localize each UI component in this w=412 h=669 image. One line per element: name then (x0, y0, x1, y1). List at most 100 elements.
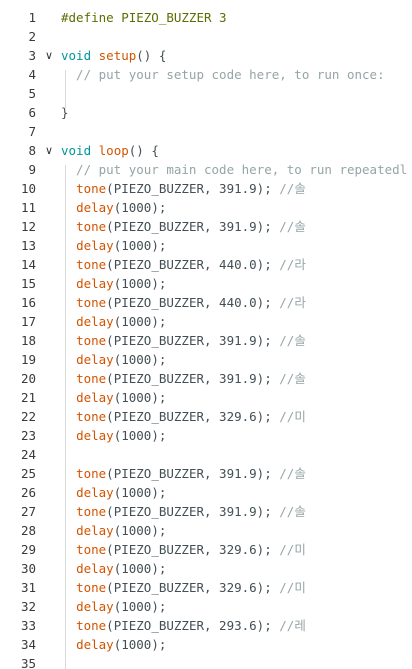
code-line[interactable]: 24 (0, 445, 412, 464)
code-line[interactable]: 34 delay(1000); (0, 635, 412, 654)
code-line[interactable]: 7 (0, 122, 412, 141)
code-line[interactable]: 29 tone(PIEZO_BUZZER, 329.6); //미 (0, 540, 412, 559)
code-text[interactable]: delay(1000); (61, 597, 166, 616)
code-line[interactable]: 1#define PIEZO_BUZZER 3 (0, 8, 412, 27)
code-text[interactable]: delay(1000); (61, 198, 166, 217)
comment-token: //솔 (279, 333, 306, 348)
code-line[interactable]: 27 tone(PIEZO_BUZZER, 391.9); //솔 (0, 502, 412, 521)
code-text[interactable]: tone(PIEZO_BUZZER, 440.0); //라 (61, 293, 306, 312)
code-text[interactable]: delay(1000); (61, 426, 166, 445)
code-line[interactable]: 33 tone(PIEZO_BUZZER, 293.6); //레 (0, 616, 412, 635)
plain-token: (PIEZO_BUZZER, 440.0); (106, 257, 280, 272)
code-text[interactable]: delay(1000); (61, 483, 166, 502)
code-text[interactable]: tone(PIEZO_BUZZER, 391.9); //솔 (61, 217, 306, 236)
code-text[interactable]: // put your main code here, to run repea… (61, 160, 407, 179)
line-number: 33 (20, 618, 36, 633)
code-text[interactable]: void loop() { (61, 141, 159, 160)
plain-token (61, 219, 76, 234)
code-line[interactable]: 22 tone(PIEZO_BUZZER, 329.6); //미 (0, 407, 412, 426)
code-text[interactable]: void setup() { (61, 46, 166, 65)
code-line[interactable]: 12 tone(PIEZO_BUZZER, 391.9); //솔 (0, 217, 412, 236)
code-line[interactable]: 5 (0, 84, 412, 103)
code-text[interactable]: delay(1000); (61, 559, 166, 578)
code-line[interactable]: 32 delay(1000); (0, 597, 412, 616)
plain-token: (PIEZO_BUZZER, 391.9); (106, 466, 280, 481)
plain-token: } (61, 105, 69, 120)
code-text[interactable]: tone(PIEZO_BUZZER, 391.9); //솔 (61, 464, 306, 483)
code-line[interactable]: 23 delay(1000); (0, 426, 412, 445)
line-number: 34 (20, 637, 36, 652)
code-line[interactable]: 14 tone(PIEZO_BUZZER, 440.0); //라 (0, 255, 412, 274)
comment-token: //라 (279, 257, 306, 272)
line-number: 12 (20, 219, 36, 234)
code-text[interactable]: #define PIEZO_BUZZER 3 (61, 8, 227, 27)
code-line[interactable]: 25 tone(PIEZO_BUZZER, 391.9); //솔 (0, 464, 412, 483)
code-text[interactable]: tone(PIEZO_BUZZER, 391.9); //솔 (61, 369, 306, 388)
code-line[interactable]: 28 delay(1000); (0, 521, 412, 540)
code-text[interactable]: tone(PIEZO_BUZZER, 440.0); //라 (61, 255, 306, 274)
code-text[interactable]: delay(1000); (61, 312, 166, 331)
function-token: delay (76, 276, 114, 291)
code-line[interactable]: 6} (0, 103, 412, 122)
code-text[interactable]: tone(PIEZO_BUZZER, 391.9); //솔 (61, 502, 306, 521)
code-line[interactable]: 15 delay(1000); (0, 274, 412, 293)
code-text[interactable]: delay(1000); (61, 635, 166, 654)
comment-token: //미 (279, 542, 306, 557)
function-token: delay (76, 428, 114, 443)
line-number: 3 (28, 48, 36, 63)
plain-token: (PIEZO_BUZZER, 329.6); (106, 580, 280, 595)
code-text[interactable]: tone(PIEZO_BUZZER, 329.6); //미 (61, 578, 306, 597)
code-text[interactable]: tone(PIEZO_BUZZER, 329.6); //미 (61, 407, 306, 426)
function-token: tone (76, 257, 107, 272)
code-line[interactable]: 35 (0, 654, 412, 669)
line-number: 23 (20, 428, 36, 443)
code-line[interactable]: 3 ∨ void setup() { (0, 46, 412, 65)
code-text[interactable]: // put your setup code here, to run once… (61, 65, 385, 84)
code-line[interactable]: 30 delay(1000); (0, 559, 412, 578)
plain-token: (PIEZO_BUZZER, 391.9); (106, 504, 280, 519)
code-line[interactable]: 11 delay(1000); (0, 198, 412, 217)
line-number: 10 (20, 181, 36, 196)
code-text[interactable]: tone(PIEZO_BUZZER, 293.6); //레 (61, 616, 306, 635)
code-line[interactable]: 10 tone(PIEZO_BUZZER, 391.9); //솔 (0, 179, 412, 198)
code-line[interactable]: 26 delay(1000); (0, 483, 412, 502)
code-text[interactable]: delay(1000); (61, 350, 166, 369)
code-text[interactable]: tone(PIEZO_BUZZER, 391.9); //솔 (61, 331, 306, 350)
plain-token (61, 561, 76, 576)
function-token: tone (76, 333, 107, 348)
code-line[interactable]: 9 // put your main code here, to run rep… (0, 160, 412, 179)
code-line[interactable]: 8 ∨ void loop() { (0, 141, 412, 160)
function-token: delay (76, 314, 114, 329)
plain-token (61, 523, 76, 538)
plain-token: (1000); (113, 352, 167, 367)
code-line[interactable]: 18 tone(PIEZO_BUZZER, 391.9); //솔 (0, 331, 412, 350)
code-line[interactable]: 21 delay(1000); (0, 388, 412, 407)
code-text[interactable]: delay(1000); (61, 236, 166, 255)
code-line[interactable]: 31 tone(PIEZO_BUZZER, 329.6); //미 (0, 578, 412, 597)
code-text[interactable]: } (61, 103, 69, 122)
code-text[interactable]: tone(PIEZO_BUZZER, 391.9); //솔 (61, 179, 306, 198)
code-line[interactable]: 4 // put your setup code here, to run on… (0, 65, 412, 84)
line-number: 35 (20, 656, 36, 669)
code-line[interactable]: 16 tone(PIEZO_BUZZER, 440.0); //라 (0, 293, 412, 312)
code-text[interactable]: delay(1000); (61, 521, 166, 540)
code-text[interactable]: delay(1000); (61, 274, 166, 293)
code-line[interactable]: 20 tone(PIEZO_BUZZER, 391.9); //솔 (0, 369, 412, 388)
plain-token: () { (136, 48, 167, 63)
code-line[interactable]: 13 delay(1000); (0, 236, 412, 255)
line-number: 20 (20, 371, 36, 386)
chevron-down-icon[interactable]: ∨ (44, 144, 54, 157)
chevron-down-icon[interactable]: ∨ (44, 49, 54, 62)
comment-token: //라 (279, 295, 306, 310)
line-number: 8 (28, 143, 36, 158)
code-text[interactable]: tone(PIEZO_BUZZER, 329.6); //미 (61, 540, 306, 559)
plain-token: (PIEZO_BUZZER, 440.0); (106, 295, 280, 310)
code-line[interactable]: 17 delay(1000); (0, 312, 412, 331)
line-number: 18 (20, 333, 36, 348)
function-token: tone (76, 618, 107, 633)
code-line[interactable]: 19 delay(1000); (0, 350, 412, 369)
code-text[interactable]: delay(1000); (61, 388, 166, 407)
code-line[interactable]: 2 (0, 27, 412, 46)
plain-token (61, 295, 76, 310)
